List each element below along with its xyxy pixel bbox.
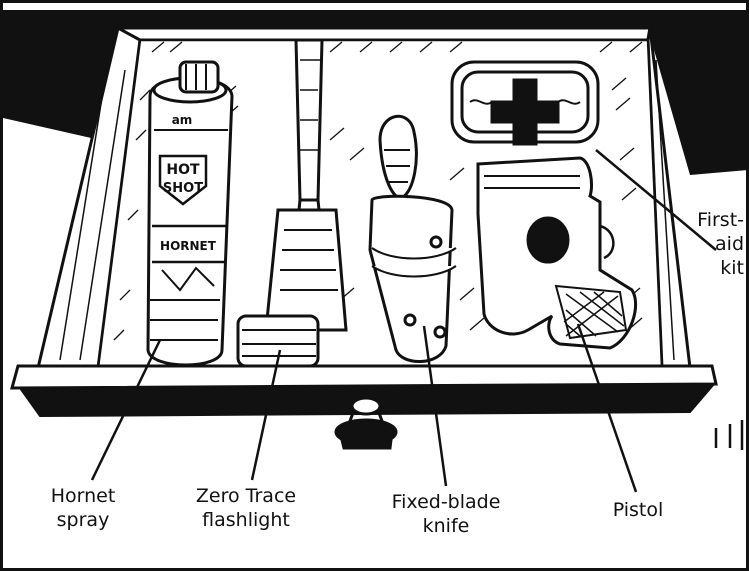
label-first-aid-kit: First- aid kit	[678, 208, 744, 280]
label-pistol: Pistol	[598, 498, 678, 522]
edge-marks	[716, 420, 742, 450]
drawer-box	[12, 28, 716, 416]
label-knife: Fixed-blade knife	[378, 490, 514, 538]
label-flashlight: Zero Trace flashlight	[176, 484, 316, 532]
hornet-spray-can	[148, 62, 232, 365]
label-hornet-spray: Hornet spray	[38, 484, 128, 532]
first-aid-kit	[452, 62, 598, 144]
